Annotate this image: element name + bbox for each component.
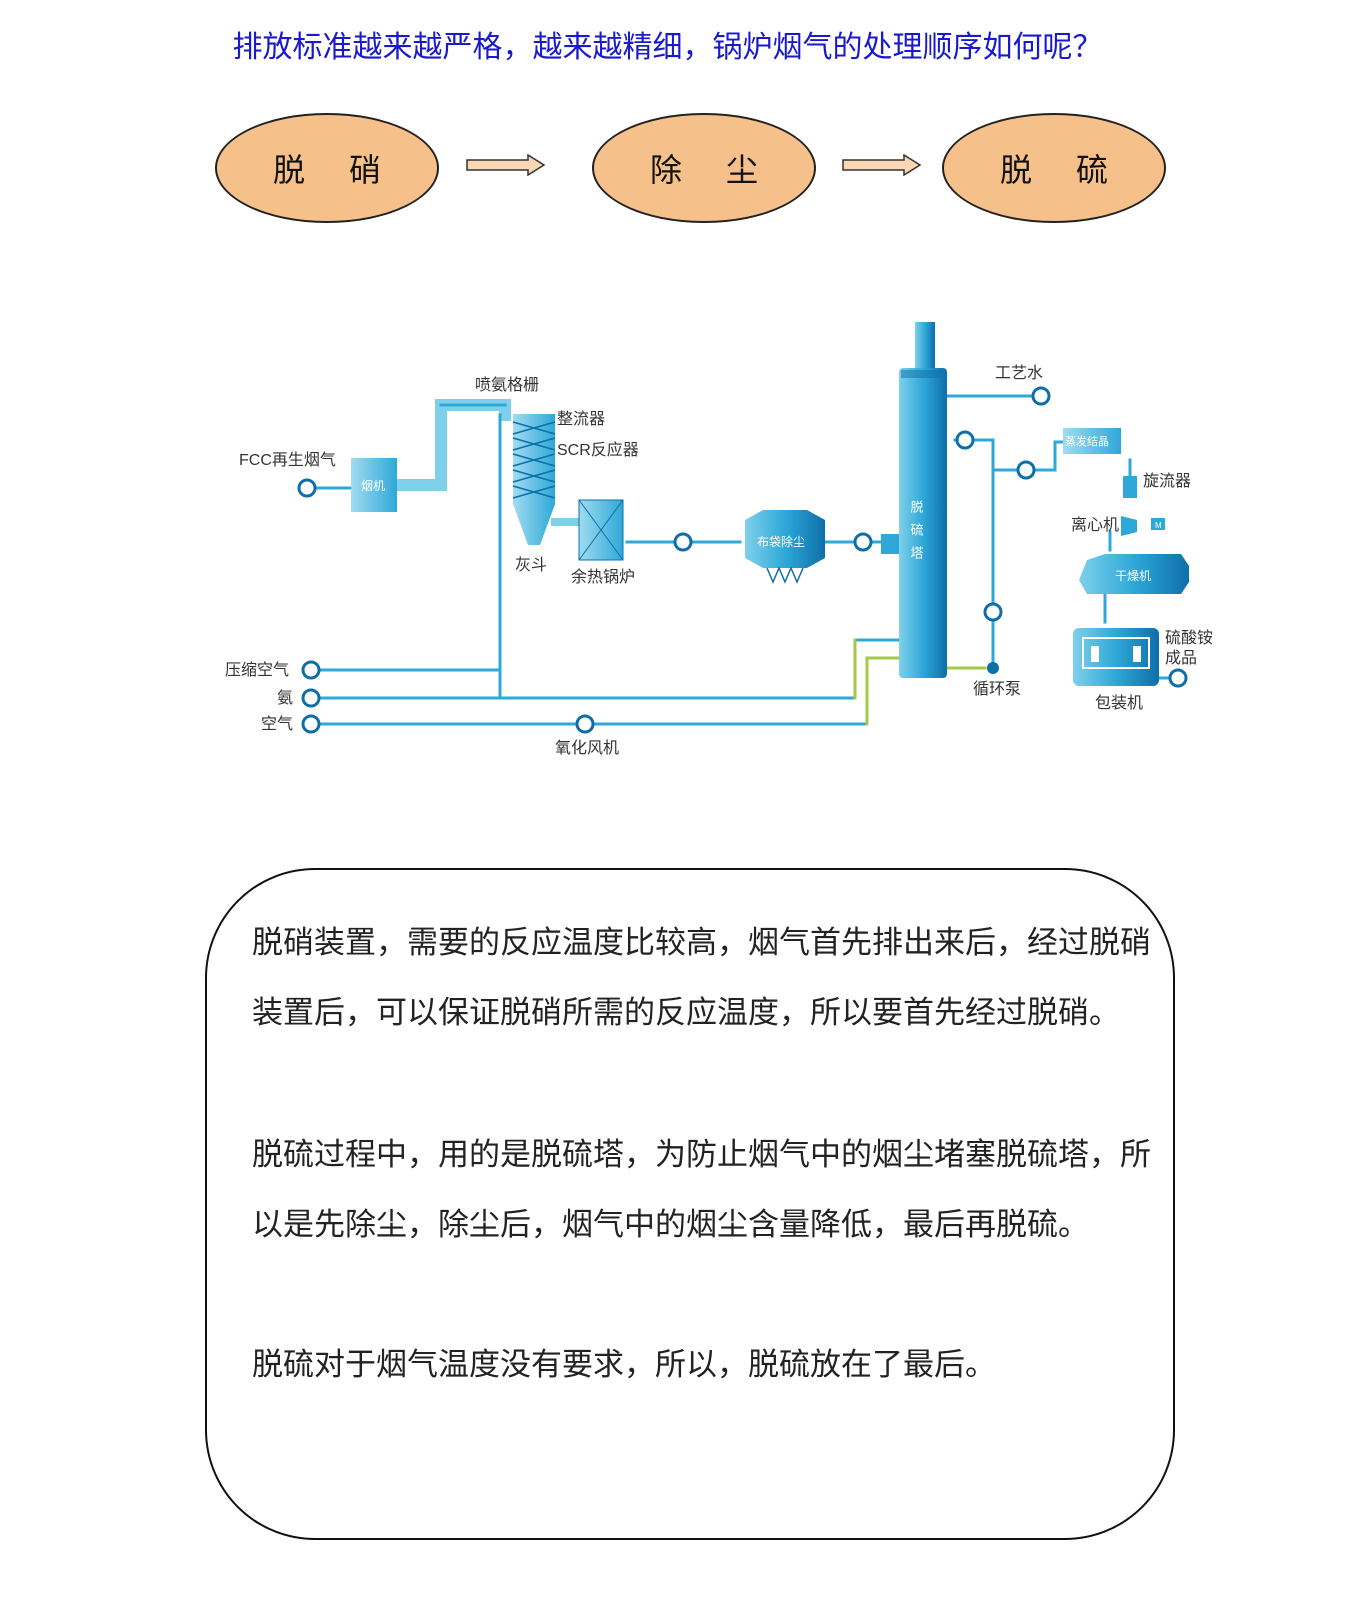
label-ammonium-sulfate: 硫酸铵	[1165, 629, 1213, 647]
label-circ-pump: 循环泵	[973, 680, 1021, 698]
label-oxidation-fan: 氧化风机	[555, 739, 619, 757]
explanation-paragraph-1: 脱硝装置，需要的反应温度比较高，烟气首先排出来后，经过脱硝装置后，可以保证脱硝所…	[252, 925, 1151, 1031]
explanation-paragraph-2: 脱硫过程中，用的是脱硫塔，为防止烟气中的烟尘堵塞脱硫塔，所以是先除尘，除尘后，烟…	[252, 1137, 1151, 1243]
scr-reactor	[512, 414, 556, 545]
label-motor: M	[1155, 521, 1162, 530]
label-fcc: FCC再生烟气	[239, 451, 336, 469]
right-arrow-icon	[466, 154, 546, 176]
evaporator	[1063, 428, 1121, 454]
svg-text:脱硫塔: 脱硫塔	[909, 500, 924, 569]
label-bag-filter: 布袋除尘	[757, 534, 805, 549]
label-compressed-air: 压缩空气	[225, 661, 289, 679]
label-turbine: 烟机	[361, 479, 385, 493]
packaging-machine	[1073, 628, 1159, 686]
label-process-water: 工艺水	[995, 364, 1043, 382]
label-ammonia: 氨	[277, 689, 293, 707]
right-arrow-icon	[842, 154, 922, 176]
step-desulfurization: 脱硫	[942, 113, 1166, 223]
process-flow-diagram: FCC再生烟气 烟机 喷氨格栅 整流器 SCR反应器 灰斗 余热锅炉 布袋除尘 …	[225, 322, 1213, 757]
tower-label-vertical: 脱硫塔	[909, 500, 924, 569]
label-boiler: 余热锅炉	[571, 567, 635, 586]
desulfurization-tower	[881, 322, 947, 678]
label-ash-hopper: 灰斗	[515, 556, 547, 574]
dryer	[1079, 554, 1189, 594]
label-rectifier: 整流器	[557, 410, 605, 428]
bag-filter	[745, 510, 825, 584]
label-ammonia-grid: 喷氨格栅	[475, 376, 539, 394]
label-cyclone: 旋流器	[1143, 472, 1191, 490]
label-packaging: 包装机	[1095, 694, 1143, 712]
label-centrifuge: 离心机	[1071, 516, 1119, 534]
label-evaporator: 蒸发结晶	[1065, 434, 1109, 448]
port-icons	[297, 386, 1188, 734]
label-product: 成品	[1165, 649, 1197, 667]
label-air: 空气	[261, 715, 293, 733]
explanation-paragraph-3: 脱硫对于烟气温度没有要求，所以，脱硫放在了最后。	[252, 1347, 996, 1383]
waste-heat-boiler	[578, 499, 624, 561]
step-denitration: 脱硝	[215, 113, 439, 223]
pipes	[308, 394, 1175, 726]
circulation-pump	[987, 662, 999, 674]
explanation-box	[205, 868, 1175, 1540]
flue-gas-turbine	[351, 458, 397, 512]
label-dryer: 干燥机	[1115, 569, 1151, 583]
step-dust-removal: 除尘	[592, 113, 816, 223]
cyclone	[1123, 476, 1137, 498]
label-scr: SCR反应器	[557, 440, 639, 459]
centrifuge	[1121, 516, 1165, 536]
page-title: 排放标准越来越严格，越来越精细，锅炉烟气的处理顺序如何呢？	[232, 30, 1103, 65]
